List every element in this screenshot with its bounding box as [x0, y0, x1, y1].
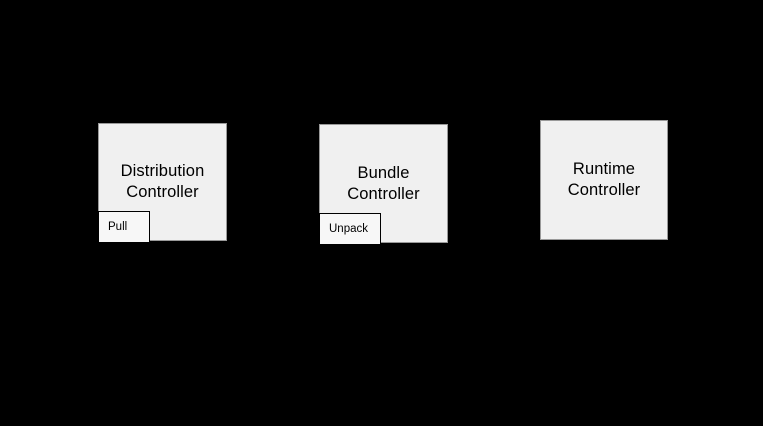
subnode-pull[interactable]: Pull [98, 211, 150, 243]
node-label-runtime-controller: Runtime Controller [567, 160, 641, 199]
node-label-bundle-controller: Bundle Controller [347, 163, 420, 203]
subnode-label-pull: Pull [108, 221, 128, 233]
node-runtime-controller[interactable]: Runtime Controller [540, 120, 668, 240]
subnode-label-unpack: Unpack [329, 223, 368, 235]
node-label-distribution-controller: Distribution Controller [120, 162, 205, 201]
subnode-unpack[interactable]: Unpack [319, 213, 381, 245]
